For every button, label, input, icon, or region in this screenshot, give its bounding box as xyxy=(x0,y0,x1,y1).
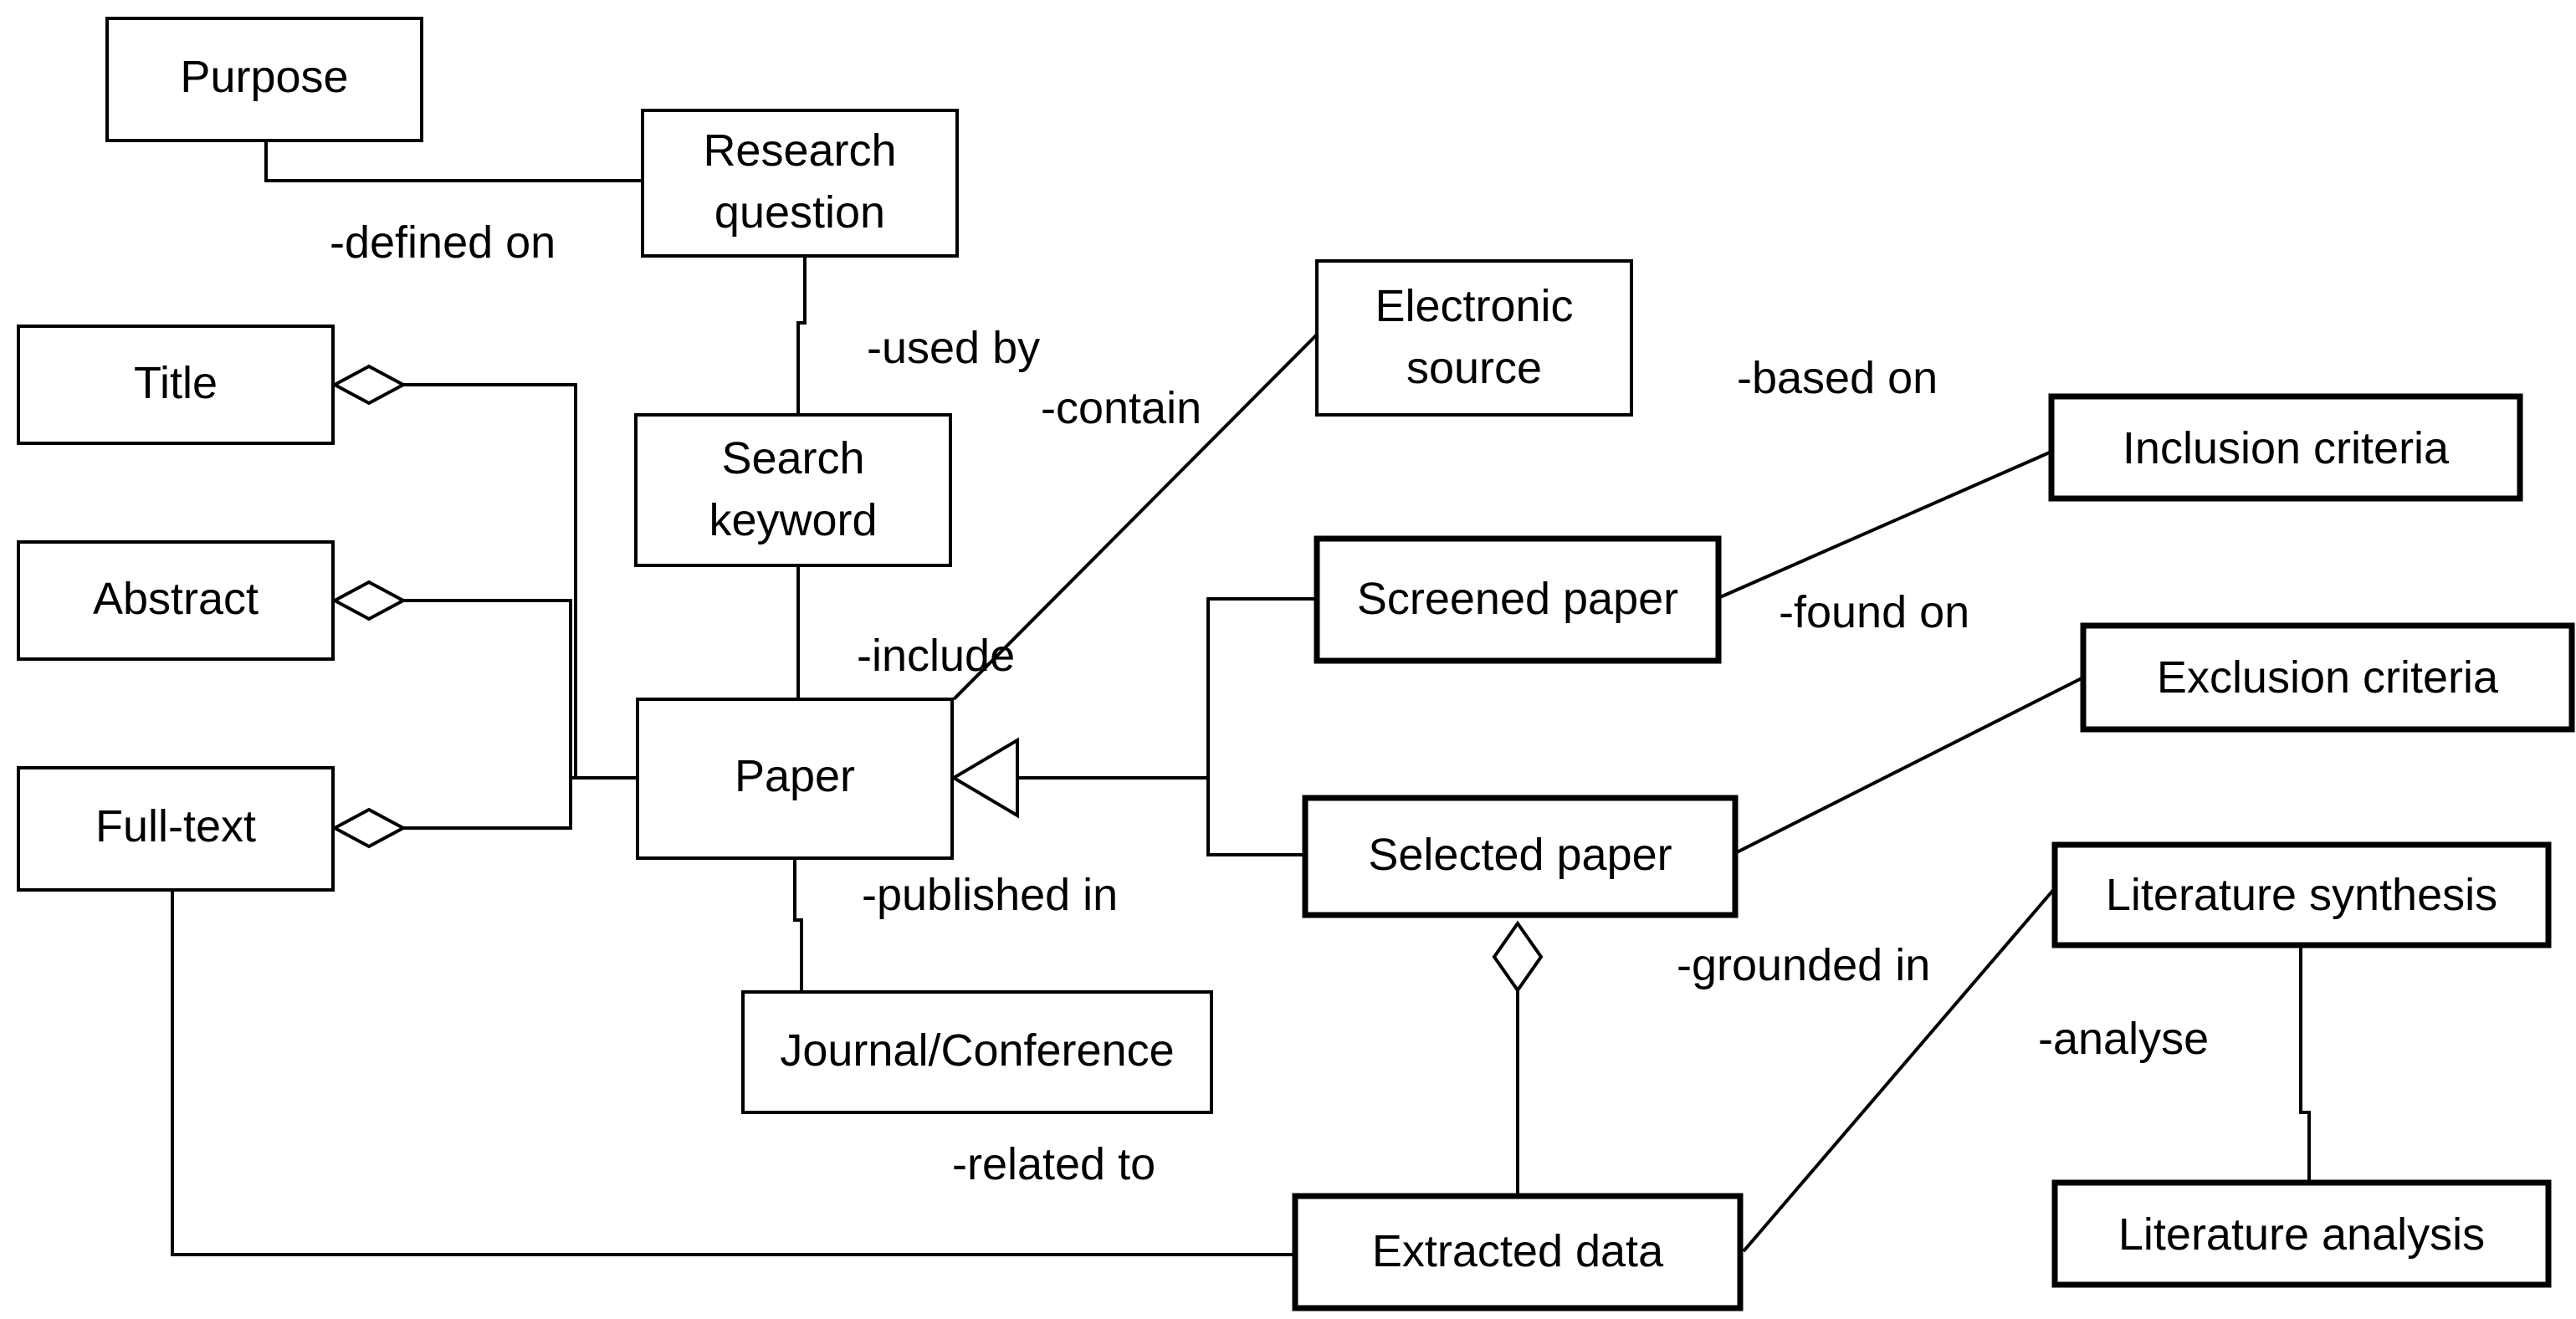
node-label: Full-text xyxy=(95,801,256,851)
connector-fulltext-extracted xyxy=(171,890,1295,1256)
node-label: Abstract xyxy=(93,574,259,624)
node-label: Journal/Conference xyxy=(780,1025,1174,1076)
connector-paper-journal xyxy=(793,858,803,992)
connector-screened-inclusion xyxy=(1719,450,2052,599)
node-label: Literature synthesis xyxy=(2106,870,2497,920)
association-markers xyxy=(330,364,1544,994)
connector-selected-exclusion xyxy=(1734,676,2084,855)
node-literature-synthesis: Literature synthesis xyxy=(2051,841,2552,948)
connector-research-question-search-keyword xyxy=(796,256,807,415)
node-literature-analysis: Literature analysis xyxy=(2051,1179,2552,1288)
node-box xyxy=(2080,622,2575,733)
node-box xyxy=(634,413,952,567)
node-box xyxy=(641,109,959,258)
connector-abstract-paper xyxy=(403,599,572,778)
node-box xyxy=(2048,393,2523,502)
node-label: Purpose xyxy=(180,52,348,102)
node-selected-paper: Selected paper xyxy=(1302,795,1739,918)
node-box xyxy=(1314,535,1722,664)
relation-label-include: -include xyxy=(857,631,1015,681)
relation-label-defined-on: -defined on xyxy=(330,217,556,268)
node-box xyxy=(636,698,954,860)
node-box xyxy=(1302,795,1739,918)
node-label: Exclusion criteria xyxy=(2157,652,2499,703)
node-label: Literature analysis xyxy=(2118,1209,2485,1260)
node-label: source xyxy=(1406,343,1542,393)
node-label: Research xyxy=(703,125,896,176)
node-paper: Paper xyxy=(636,698,954,860)
relation-label-published-in: -published in xyxy=(862,870,1118,920)
node-label: Extracted data xyxy=(1372,1226,1664,1276)
generalization-triangle-paper xyxy=(950,737,1019,819)
node-electronic-source: Electronic source xyxy=(1315,259,1633,417)
relation-label-related-to: -related to xyxy=(952,1139,1155,1189)
node-box xyxy=(17,325,335,445)
relation-label-found-on: -found on xyxy=(1779,587,1969,637)
node-exclusion-criteria: Exclusion criteria xyxy=(2080,622,2575,733)
node-label: question xyxy=(714,187,885,238)
node-box xyxy=(17,540,335,661)
node-label: Paper xyxy=(735,751,855,801)
node-research-question: Research question xyxy=(641,109,959,258)
connector-purpose-research-question xyxy=(264,141,643,182)
aggregation-diamond-fulltext xyxy=(330,807,407,849)
node-abstract: Abstract xyxy=(17,540,335,661)
node-inclusion-criteria: Inclusion criteria xyxy=(2048,393,2523,502)
node-label: keyword xyxy=(709,495,877,545)
node-label: Search xyxy=(721,433,864,483)
node-label: Selected paper xyxy=(1368,830,1672,880)
node-box xyxy=(17,766,335,892)
connector-fulltext-paper xyxy=(403,776,638,830)
relation-labels: -defined on -used by -contain -include -… xyxy=(330,217,2209,1189)
connector-extracted-synthesis xyxy=(1742,887,2056,1253)
connector-title-paper xyxy=(403,383,577,778)
node-box xyxy=(105,17,423,142)
node-box xyxy=(741,990,1213,1114)
node-purpose: Purpose xyxy=(105,17,423,142)
aggregation-diamond-abstract xyxy=(330,580,407,621)
node-screened-paper: Screened paper xyxy=(1314,535,1722,664)
node-label: Electronic xyxy=(1375,281,1573,331)
node-extracted-data: Extracted data xyxy=(1292,1193,1744,1311)
node-search-keyword: Search keyword xyxy=(634,413,952,567)
relation-label-grounded-in: -grounded in xyxy=(1677,940,1930,990)
relation-label-based-on: -based on xyxy=(1737,353,1938,403)
node-journal-conference: Journal/Conference xyxy=(741,990,1213,1114)
node-box xyxy=(2051,1179,2552,1288)
node-label: Title xyxy=(134,358,218,408)
node-full-text: Full-text xyxy=(17,766,335,892)
connector-electronic-source-paper xyxy=(952,333,1319,701)
node-label: Inclusion criteria xyxy=(2123,423,2450,473)
connector-generalization-screened xyxy=(1206,597,1317,856)
relation-label-contain: -contain xyxy=(1041,383,1201,433)
connectors xyxy=(171,141,2311,1256)
node-title: Title xyxy=(17,325,335,445)
aggregation-diamond-selected xyxy=(1492,920,1544,994)
node-box xyxy=(1292,1193,1744,1311)
relation-label-analyse: -analyse xyxy=(2038,1014,2209,1064)
node-box xyxy=(2051,841,2552,948)
node-box xyxy=(1315,259,1633,417)
connector-synthesis-analysis xyxy=(2299,945,2311,1183)
node-label: Screened paper xyxy=(1357,574,1678,624)
aggregation-diamond-title xyxy=(330,364,407,406)
relation-label-used-by: -used by xyxy=(867,323,1040,373)
